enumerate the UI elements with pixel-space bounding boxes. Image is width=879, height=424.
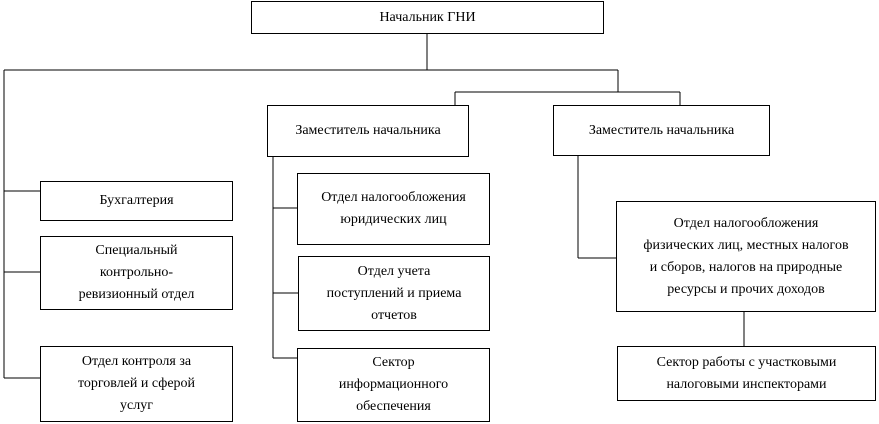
head-box: Начальник ГНИ xyxy=(251,1,604,34)
deputy-1-unit-legal: Отдел налогообложения юридических лиц xyxy=(297,173,490,245)
deputy-1-unit-info: Сектор информационного обеспечения xyxy=(297,348,490,422)
deputy-1-label: Заместитель начальника xyxy=(295,123,441,138)
left-unit-label: Специальный контрольно- ревизионный отде… xyxy=(78,243,195,302)
deputy-2-box: Заместитель начальника xyxy=(553,105,770,156)
deputy-2-unit-label: Отдел налогообложения физических лиц, ме… xyxy=(643,215,849,297)
left-unit-label: Отдел контроля за торговлей и сферой усл… xyxy=(77,354,196,413)
left-unit-audit: Специальный контрольно- ревизионный отде… xyxy=(40,236,233,310)
deputy-1-unit-label: Отдел налогообложения юридических лиц xyxy=(321,190,466,227)
deputy-1-unit-label: Отдел учета поступлений и приема отчетов xyxy=(326,263,462,323)
deputy-1-unit-label: Сектор информационного обеспечения xyxy=(338,355,449,414)
deputy-2-unit-individuals: Отдел налогообложения физических лиц, ме… xyxy=(616,201,876,312)
deputy-2-unit-inspectors: Сектор работы с участковыми налоговыми и… xyxy=(617,346,876,401)
left-unit-trade-control: Отдел контроля за торговлей и сферой усл… xyxy=(40,346,233,422)
deputy-2-unit-label: Сектор работы с участковыми налоговыми и… xyxy=(656,354,837,392)
left-unit-accounting: Бухгалтерия xyxy=(40,181,233,221)
deputy-2-label: Заместитель начальника xyxy=(588,122,735,138)
left-unit-label: Бухгалтерия xyxy=(99,193,174,208)
head-label: Начальник ГНИ xyxy=(379,9,476,25)
deputy-1-box: Заместитель начальника xyxy=(267,105,469,157)
deputy-1-unit-receipts: Отдел учета поступлений и приема отчетов xyxy=(298,256,490,331)
